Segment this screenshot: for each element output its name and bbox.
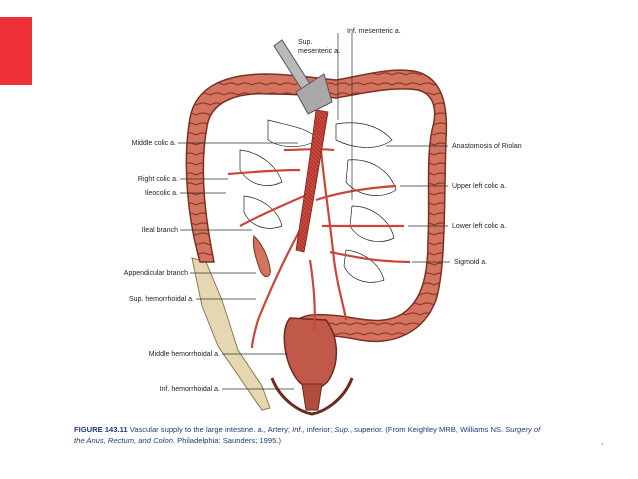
rectum xyxy=(283,317,338,390)
pelvic-floor-muscle xyxy=(270,377,354,416)
label-inf-hemorrhoidal: Inf. hemorrhoidal a. xyxy=(160,386,220,393)
caption-text-1: Vascular supply to the large intestine. … xyxy=(127,425,293,434)
label-lower-left-colic: Lower left colic a. xyxy=(452,223,506,230)
label-middle-hemorrhoidal: Middle hemorrhoidal a. xyxy=(149,351,220,358)
corner-mark: , xyxy=(601,437,604,446)
label-inf-mesenteric: Inf. mesenteric a. xyxy=(347,28,401,35)
arteries xyxy=(227,119,411,349)
label-appendicular: Appendicular branch xyxy=(124,270,188,277)
label-middle-colic: Middle colic a. xyxy=(132,140,176,147)
superior-mesenteric-trunk xyxy=(295,109,329,253)
surgical-clamp xyxy=(273,39,333,115)
label-upper-left-colic: Upper left colic a. xyxy=(452,183,506,190)
label-anastomosis-riolan: Anastomosis of Riolan xyxy=(452,143,522,150)
caption-text-4: . Philadelphia: Saunders; 1995.) xyxy=(172,436,281,445)
label-sup-mesenteric-1: Sup. xyxy=(298,39,312,46)
caption-text-2: , inferior; xyxy=(302,425,335,434)
label-ileocolic: Ileocolic a. xyxy=(145,190,178,197)
caption-text-3: , superior. (From Keighley MRB, Williams… xyxy=(349,425,506,434)
caption-book-2: the Anus, Rectum, and Colon xyxy=(74,436,173,445)
appendix xyxy=(253,234,271,277)
anal-canal xyxy=(301,383,323,411)
label-sigmoid: Sigmoid a. xyxy=(454,259,487,266)
label-right-colic: Right colic a. xyxy=(138,176,178,183)
diagram-labels: Inf. mesenteric a. Sup. mesenteric a. Mi… xyxy=(124,28,522,393)
label-ileal-branch: Ileal branch xyxy=(142,227,178,234)
label-sup-mesenteric-2: mesenteric a. xyxy=(298,48,340,55)
pelvic-bone xyxy=(191,257,271,411)
inf-mesenteric-trunk xyxy=(316,119,348,321)
leader-lines xyxy=(178,33,450,390)
caption-figure-number: FIGURE 143.11 xyxy=(74,425,128,434)
figure-caption: FIGURE 143.11 Vascular supply to the lar… xyxy=(74,424,574,446)
caption-inf: Inf. xyxy=(292,425,303,434)
caption-book-1: Surgery of xyxy=(505,425,541,434)
red-accent-block xyxy=(0,17,32,85)
caption-sup: Sup. xyxy=(334,425,350,434)
label-sup-hemorrhoidal: Sup. hemorrhoidal a. xyxy=(129,296,194,303)
